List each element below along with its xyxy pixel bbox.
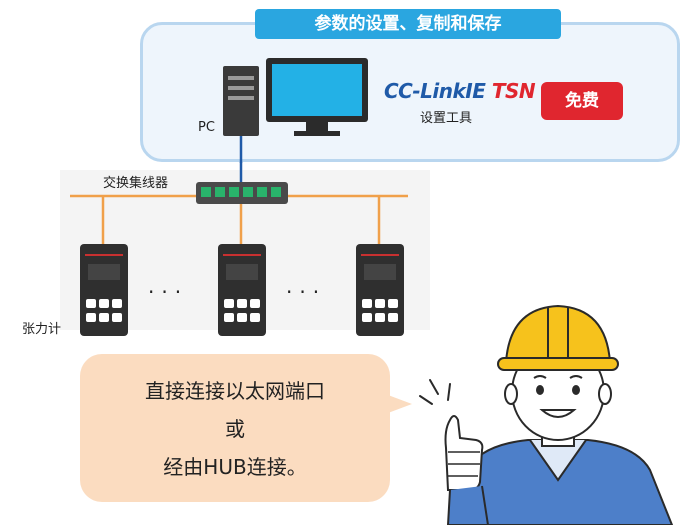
hub-label: 交换集线器	[103, 176, 169, 191]
speech-text: 直接连接以太网端口 或 经由HUB连接。	[80, 372, 390, 486]
tension-meter-icon	[356, 244, 404, 336]
cc-link-logo: CC-LinkIE TSN	[384, 79, 536, 103]
pc-illustration	[223, 58, 368, 163]
speech-bubble	[80, 354, 390, 502]
tension-meter-icon	[218, 244, 266, 336]
hard-hat-icon	[497, 304, 619, 371]
panel-title: 参数的设置、复制和保存	[255, 9, 561, 39]
monitor-icon	[266, 58, 368, 136]
speech-line-2: 或	[225, 417, 245, 441]
speech-line-1: 直接连接以太网端口	[145, 379, 325, 403]
tension-meter-icon	[80, 244, 128, 336]
pc-tower-icon	[223, 66, 259, 136]
speech-line-3: 经由HUB连接。	[163, 455, 307, 479]
brand-main: CC-LinkIE	[384, 79, 492, 103]
free-badge: 免费	[541, 82, 623, 120]
ellipsis-right: ···	[286, 280, 327, 304]
speech-bubble-tail	[380, 392, 412, 416]
tension-meter-label: 张力计	[22, 322, 62, 337]
brand-accent: TSN	[491, 79, 536, 103]
setting-tool-label: 设置工具	[420, 111, 473, 126]
thumbs-up-icon	[444, 415, 490, 525]
pc-label: PC	[198, 120, 215, 135]
worker-illustration	[419, 304, 674, 525]
ethernet-hub-icon	[196, 182, 288, 204]
ellipsis-left: ···	[148, 280, 189, 304]
